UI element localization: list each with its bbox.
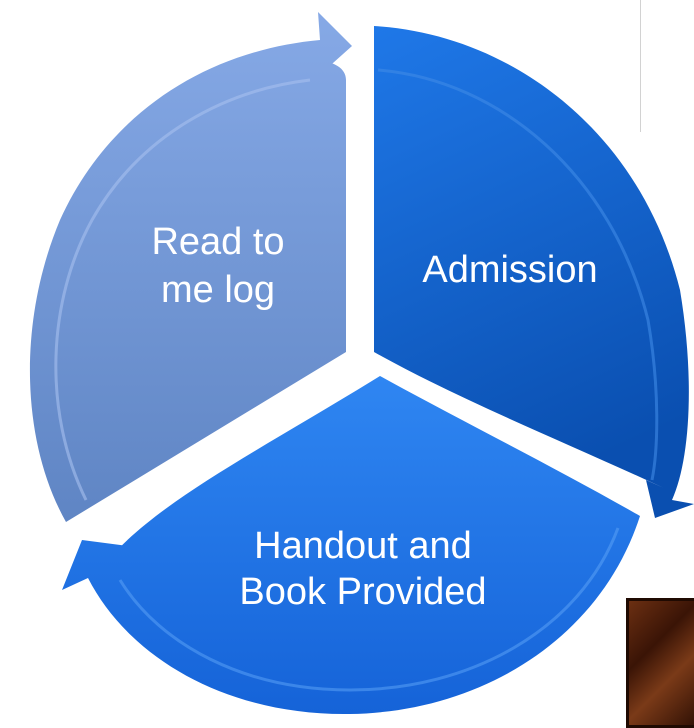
- segment-handout-label-line2: Book Provided: [239, 571, 486, 613]
- segment-read-log-label-line1: Read to: [151, 221, 284, 263]
- slide-divider-line: [640, 0, 641, 132]
- segment-admission: Admission: [374, 26, 694, 518]
- segment-admission-label: Admission: [422, 249, 597, 291]
- segment-read-log: Read to me log: [29, 12, 352, 522]
- segment-handout: Handout and Book Provided: [62, 376, 640, 715]
- segment-admission-shape: [374, 26, 694, 518]
- wood-photo-thumbnail: [626, 598, 694, 728]
- segment-read-log-shape: [29, 12, 352, 522]
- segment-handout-shape: [62, 376, 640, 715]
- segment-read-log-label-line2: me log: [161, 269, 275, 311]
- segment-handout-label-line1: Handout and: [254, 525, 472, 567]
